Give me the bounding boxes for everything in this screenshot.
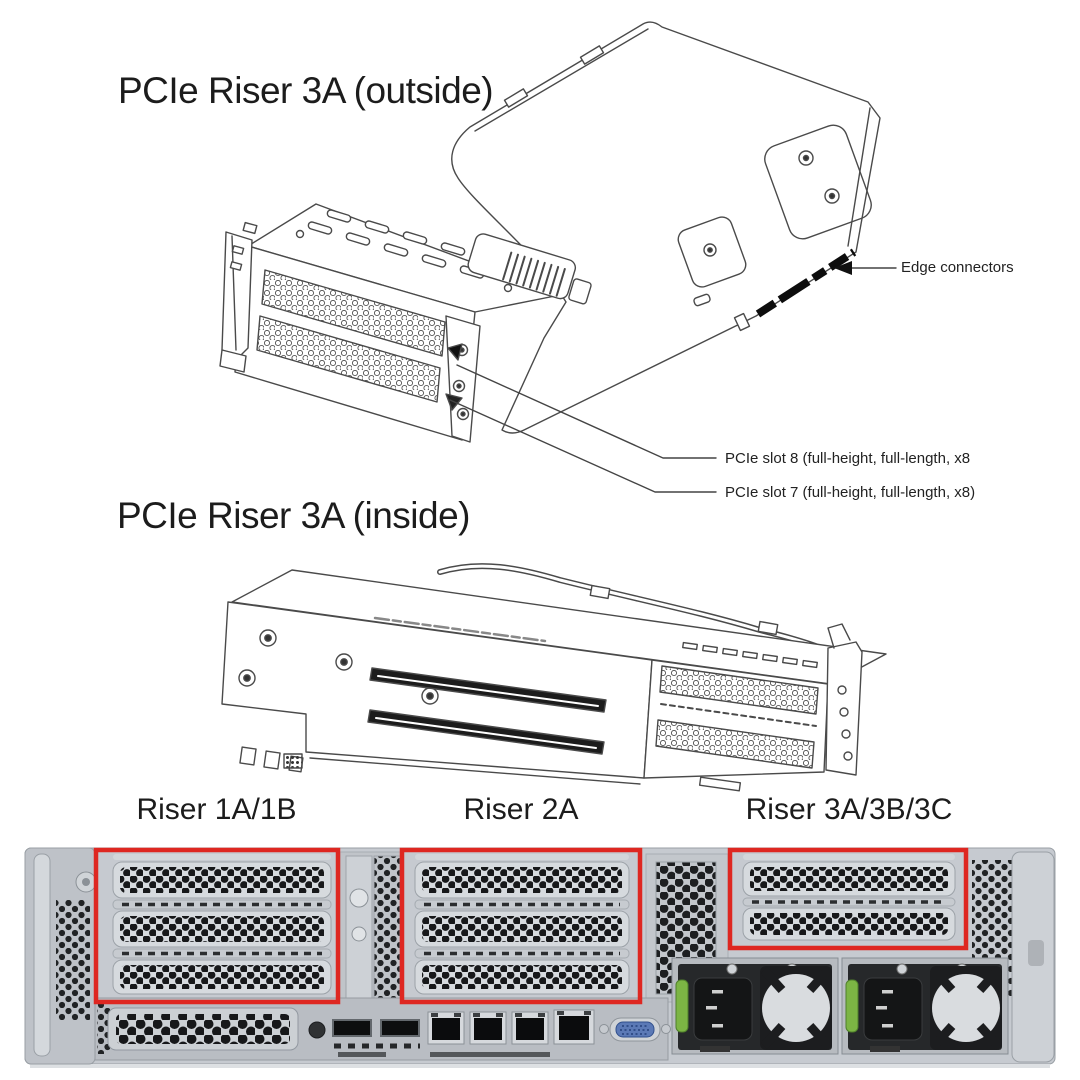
psu-latch[interactable] xyxy=(845,979,859,1033)
riser-cage-outside-drawing xyxy=(219,21,897,493)
inner-slot-cover-top xyxy=(659,665,819,715)
top-vent-slits xyxy=(682,641,818,669)
riser-cage-inside-drawing xyxy=(221,563,887,792)
slot8-leader-line xyxy=(456,364,717,459)
riser-1a-1b-label: Riser 1A/1B xyxy=(136,793,297,826)
usb-port[interactable] xyxy=(380,1019,420,1037)
riser1-slot-covers xyxy=(112,854,332,995)
riser3-highlight-box xyxy=(727,847,969,951)
io-panel xyxy=(94,997,671,1061)
front-mounting-bracket xyxy=(219,221,258,373)
panel-screw-plate xyxy=(677,124,872,307)
slot7-leader-line xyxy=(449,399,717,493)
riser1-highlight-box xyxy=(93,847,341,1005)
cage-front-face xyxy=(234,245,481,443)
bracket-hook xyxy=(827,623,851,649)
cage-tab xyxy=(733,312,751,332)
rack-handle xyxy=(33,853,51,1057)
vga-port[interactable] xyxy=(599,1017,671,1042)
usb-port[interactable] xyxy=(332,1019,372,1037)
psu-latch[interactable] xyxy=(675,979,689,1033)
left-rack-ear xyxy=(24,847,97,1065)
edge-connectors-callout: Edge connectors xyxy=(901,259,1014,276)
divider-column-a xyxy=(339,851,403,1003)
cage-inner-panel xyxy=(221,601,653,779)
outside-view-title: PCIe Riser 3A (outside) xyxy=(118,70,494,111)
psu-1 xyxy=(671,957,839,1055)
riser-latch xyxy=(467,233,592,305)
pcie-slot7-callout: PCIe slot 7 (full-height, full-length, x… xyxy=(725,484,976,501)
pcie-slot8-callout: PCIe slot 8 (full-height, full-length, x… xyxy=(725,450,971,467)
psu-2 xyxy=(841,957,1009,1055)
id-button[interactable] xyxy=(308,1021,326,1039)
inner-slot-cover-bottom xyxy=(655,719,815,769)
riser2-slot-covers xyxy=(414,854,630,995)
callout-lines xyxy=(449,261,897,493)
chassis-shadow xyxy=(30,1064,1050,1068)
riser2-highlight-box xyxy=(399,847,643,1005)
cage-side-panel xyxy=(451,21,881,434)
slot-cover-strip-7 xyxy=(256,315,441,403)
cage-feet xyxy=(239,746,742,792)
server-rear-panel xyxy=(24,847,1056,1068)
bracket-post xyxy=(445,315,481,443)
riser3-slot-covers xyxy=(742,854,956,941)
ethernet-ports xyxy=(427,1009,595,1045)
flange-tab xyxy=(503,45,605,108)
slot-cover-strip-8 xyxy=(261,269,446,357)
power-inlet[interactable] xyxy=(693,977,753,1041)
riser-3a-3b-3c-label: Riser 3A/3B/3C xyxy=(745,793,953,826)
edge-connector-strip xyxy=(755,248,857,318)
inside-view-title: PCIe Riser 3A (inside) xyxy=(117,495,470,536)
power-inlet[interactable] xyxy=(863,977,923,1041)
retention-cable xyxy=(437,563,845,661)
cage-top-face xyxy=(231,569,887,685)
riser-2a-label: Riser 2A xyxy=(463,793,579,826)
arrow-head-icon xyxy=(834,261,852,275)
retention-pin xyxy=(447,343,463,361)
cage-right-end xyxy=(643,623,863,779)
